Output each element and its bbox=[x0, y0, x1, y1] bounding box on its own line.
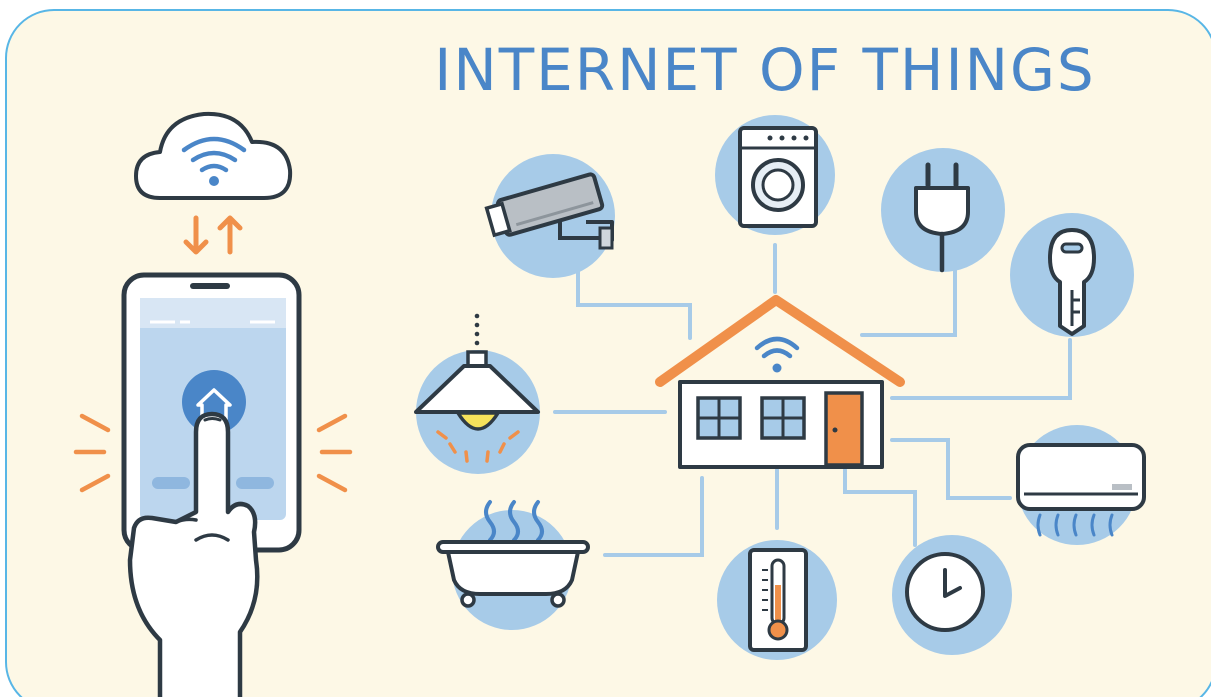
security-camera-icon bbox=[484, 154, 615, 278]
washing-machine-icon bbox=[715, 115, 835, 235]
air-conditioner-icon bbox=[1016, 425, 1146, 545]
clock-icon bbox=[892, 535, 1012, 655]
thermometer-icon bbox=[717, 540, 837, 660]
tap-lines bbox=[73, 413, 353, 493]
cloud-wifi-icon bbox=[134, 111, 293, 200]
up-down-arrows-icon bbox=[183, 215, 243, 255]
house-wifi-icon bbox=[655, 295, 905, 469]
page-title: INTERNET OF THINGS bbox=[434, 36, 1096, 104]
key-icon bbox=[1010, 213, 1134, 337]
bathtub-icon bbox=[436, 500, 590, 630]
connection-lines bbox=[553, 243, 1072, 557]
ceiling-lamp-icon bbox=[414, 313, 540, 474]
power-plug-icon bbox=[881, 148, 1005, 273]
pointing-hand-icon bbox=[127, 411, 260, 697]
